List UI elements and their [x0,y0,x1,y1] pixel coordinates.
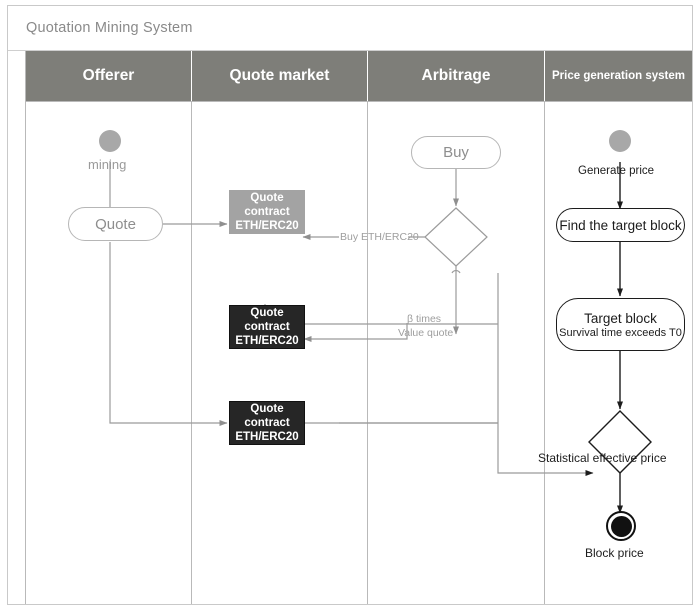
quote-contract-2[interactable]: Quote contract ETH/ERC20 [229,305,305,349]
quote-contract-1-line2: ETH/ERC20 [235,220,299,232]
left-gutter-lane [8,51,26,604]
edge-label-buy-eth-erc20: Buy ETH/ERC20 [340,231,419,243]
quote-contract-2-line1: Quote contract [244,307,290,333]
quote-contract-1-line1: Quote contract [244,192,290,218]
lane-header-price-generation: Price generation system [545,51,692,101]
activity-buy[interactable]: Buy [411,136,501,169]
lane-header-offerer-label: Offerer [82,67,135,84]
lane-header-quote-market-label: Quote market [229,67,330,84]
decision-label-statistical-effective-price: Statistical effective price [538,451,667,465]
activity-find-target-block[interactable]: Find the target block [556,208,685,242]
start-node-mining [99,130,121,152]
activity-target-block-subtitle: Survival time exceeds T0 [559,326,682,339]
end-node-block-price [606,511,636,541]
activity-target-block-title: Target block [584,310,657,326]
lane-header-quote-market: Quote market [192,51,368,101]
lane-header-offerer: Offerer [26,51,192,101]
activity-quote[interactable]: Quote [68,207,163,241]
quote-contract-3-line1: Quote contract [244,403,290,429]
lane-header-price-generation-label: Price generation system [552,70,685,82]
lane-body-offerer [26,101,192,604]
activity-buy-label: Buy [443,144,469,161]
lane-header-arbitrage: Arbitrage [368,51,545,101]
lane-header-arbitrage-label: Arbitrage [421,67,491,84]
end-node-inner-dot [610,515,632,537]
activity-target-block[interactable]: Target block Survival time exceeds T0 [556,298,685,351]
decision-diamond-arbitrage [424,207,488,267]
page-title: Quotation Mining System [26,20,193,36]
quote-contract-1[interactable]: Quote contract ETH/ERC20 [229,190,305,234]
edge-quote-to-contract3 [109,242,228,427]
quote-contract-2-line2: ETH/ERC20 [235,335,299,347]
edge-label-beta-times: β times [407,313,442,325]
activity-quote-label: Quote [95,215,136,233]
edge-label-generate-price: Generate price [578,165,655,177]
start-node-generate-price [609,130,631,152]
lane-body-quote-market [192,101,368,604]
end-node-label-block-price: Block price [585,546,644,560]
diagram-title-bar: Quotation Mining System [8,6,692,51]
quote-contract-3[interactable]: Quote contract ETH/ERC20 [229,401,305,445]
connector-layer [106,161,652,514]
lane-header-divider [26,101,692,102]
line-hop-arc [451,269,461,274]
edge-bus-to-statistical [497,273,594,477]
quote-contract-3-line2: ETH/ERC20 [235,431,299,443]
edge-label-mining: mining [88,157,127,172]
swimlane-diagram: Offerer Quote market Arbitrage Price gen… [8,51,692,604]
edge-label-value-quote: Value quote [398,327,454,339]
edge-value-quote-to-contract2 [303,323,408,342]
activity-find-target-block-label: Find the target block [559,217,682,233]
